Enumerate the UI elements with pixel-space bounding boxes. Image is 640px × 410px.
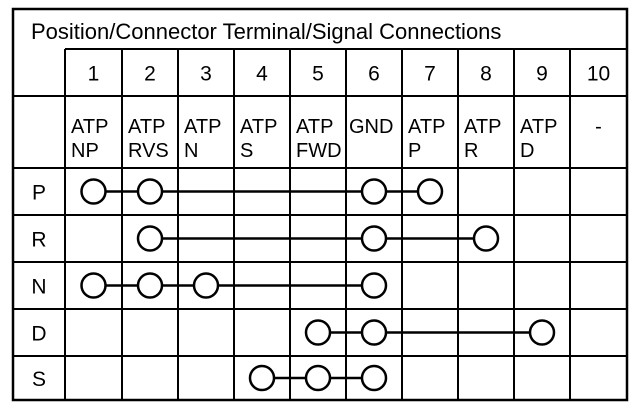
signal-name-line2: D [520, 140, 534, 162]
signal-name: - [595, 116, 602, 138]
table-title: Position/Connector Terminal/Signal Conne… [31, 19, 501, 44]
terminal-connection-circle [416, 178, 444, 205]
position-row-r: R [31, 225, 500, 252]
position-label: N [31, 276, 46, 299]
signal-name-line1: ATP [184, 116, 221, 138]
signal-name-line1: ATP [464, 116, 501, 138]
terminal-connection-circle [360, 272, 388, 299]
terminal-number: 10 [587, 63, 610, 86]
signal-name: GND [349, 116, 393, 138]
terminal-connection-circle [528, 319, 556, 346]
position-label: R [31, 229, 46, 252]
position-label: D [31, 323, 46, 346]
position-row-n: N [31, 272, 388, 299]
signal-name-line2: RVS [128, 140, 169, 162]
terminal-connection-circle [360, 225, 388, 252]
terminal-number: 7 [424, 63, 436, 86]
terminal-connection-circle [136, 178, 164, 205]
position-row-s: S [32, 364, 388, 392]
signal-name-line2: NP [71, 140, 99, 162]
terminal-connection-circle [360, 319, 388, 346]
terminal-connection-circle [304, 364, 332, 392]
signal-name-line2: S [240, 140, 253, 162]
terminal-number-row: 1 2 3 4 5 6 7 8 9 10 [88, 63, 611, 86]
signal-name-line1: ATP [296, 116, 333, 138]
signal-name-line1: ATP [71, 116, 108, 138]
terminal-connection-circle [304, 319, 332, 346]
terminal-number: 8 [480, 63, 492, 86]
terminal-connection-circle [248, 364, 276, 392]
position-row-d: D [31, 319, 556, 346]
grid-lines [13, 48, 627, 400]
terminal-connection-circle [360, 178, 388, 205]
position-label: P [32, 182, 46, 205]
terminal-connection-circle [136, 272, 164, 299]
signal-name-line1: ATP [520, 116, 557, 138]
signal-name-line1: ATP [240, 116, 277, 138]
signal-name-line2: P [408, 140, 421, 162]
terminal-number: 4 [256, 63, 268, 86]
terminal-connection-circle [472, 225, 500, 252]
terminal-number: 2 [144, 63, 156, 86]
terminal-connection-circle [80, 178, 107, 205]
terminal-number: 1 [88, 63, 100, 86]
position-row-p: P [32, 178, 444, 205]
terminal-number: 3 [200, 63, 212, 86]
terminal-connection-circle [80, 272, 107, 299]
terminal-connection-circle [192, 272, 220, 299]
terminal-number: 9 [536, 63, 548, 86]
signal-name-line2: N [184, 140, 198, 162]
terminal-connection-circle [360, 364, 388, 392]
terminal-number: 5 [312, 63, 324, 86]
position-rows: P R N DS [31, 178, 556, 392]
signal-name-line2: R [464, 140, 478, 162]
position-label: S [32, 368, 46, 391]
signal-name-line1: ATP [408, 116, 445, 138]
signal-name-line2: FWD [296, 140, 342, 162]
signal-name-line1: ATP [128, 116, 165, 138]
terminal-connection-circle [136, 225, 164, 252]
terminal-number: 6 [368, 63, 380, 86]
